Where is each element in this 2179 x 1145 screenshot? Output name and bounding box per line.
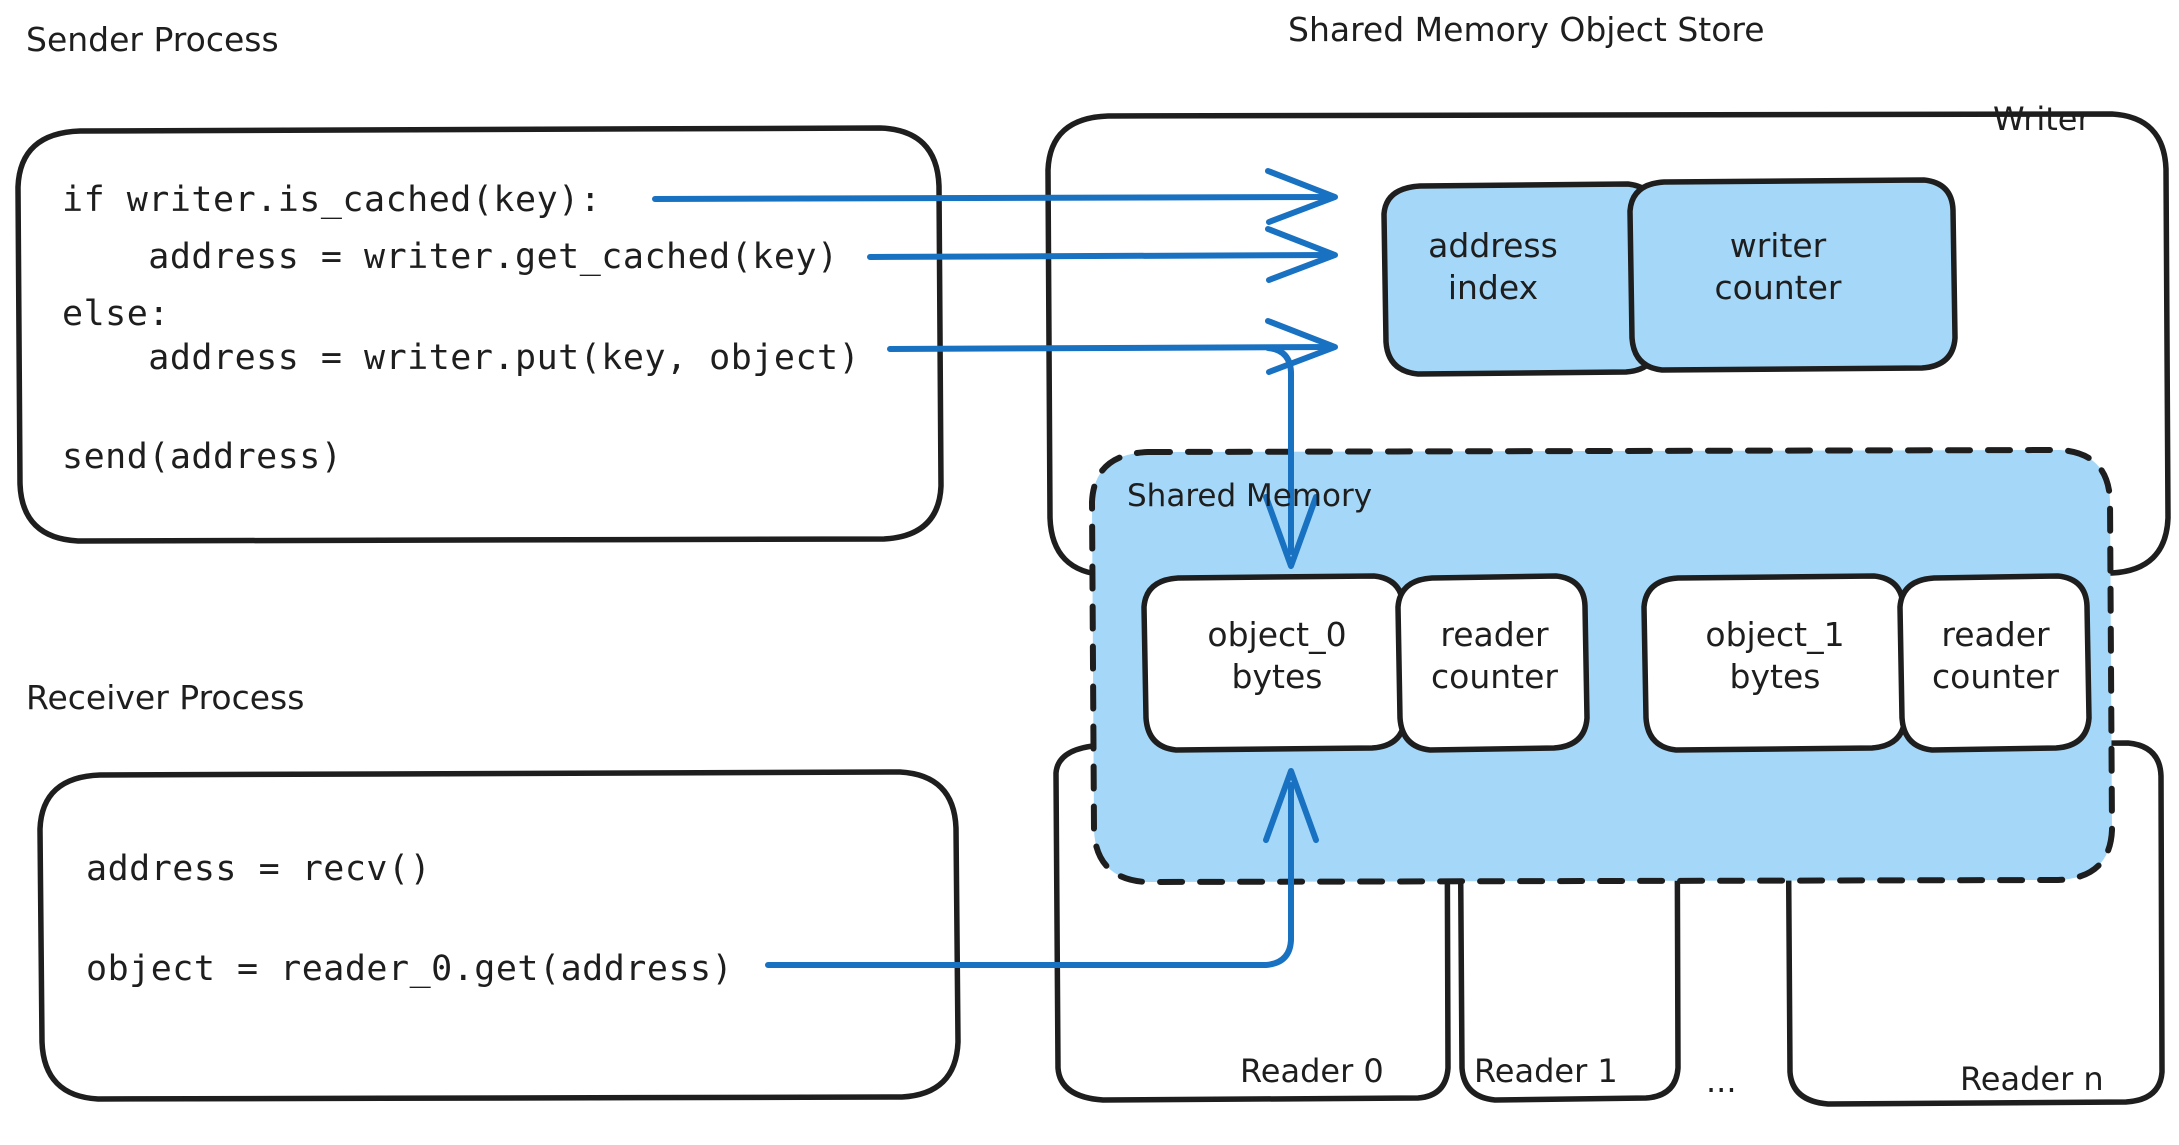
sender-code-line-4: address = writer.put(key, object) <box>62 338 861 378</box>
shared-memory-label: Shared Memory <box>1127 478 1373 514</box>
receiver-process-title: Receiver Process <box>26 678 305 717</box>
sender-code-line-2: address = writer.get_cached(key) <box>62 237 839 277</box>
readers-ellipsis-label: ... <box>1706 1062 1737 1100</box>
arrow-get-cached <box>867 226 1338 283</box>
object-0-bytes-cell <box>1141 573 1408 753</box>
writer-label: Writer <box>1993 100 2091 138</box>
sender-code-line-5: send(address) <box>62 437 343 477</box>
object-1-bytes-cell <box>1641 573 1908 753</box>
object-0-bytes-label: object_0 bytes <box>1207 615 1347 697</box>
reader-counter-0-label: reader counter <box>1431 615 1558 697</box>
writer-counter-cell <box>1627 177 1958 373</box>
receiver-process-box <box>37 769 961 1102</box>
object-1-bytes-label: object_1 bytes <box>1705 615 1845 697</box>
reader-counter-1-label: reader counter <box>1932 615 2059 697</box>
arrow-reader-get <box>765 768 1319 968</box>
sender-code-line-1: if writer.is_cached(key): <box>62 180 602 220</box>
writer-counter-label: writer counter <box>1714 226 1842 308</box>
reader-counter-1-cell <box>1897 573 2092 753</box>
sender-process-title: Sender Process <box>26 20 279 59</box>
sender-code-line-3: else: <box>62 294 170 334</box>
reader-n-label: Reader n <box>1960 1060 2104 1098</box>
sender-process-box <box>15 125 944 544</box>
reader-0-label: Reader 0 <box>1240 1052 1384 1090</box>
shared-memory-region-fill <box>1092 450 2112 882</box>
shared-memory-dashed-border <box>1089 447 2115 885</box>
reader-1-label: Reader 1 <box>1474 1052 1618 1090</box>
shared-memory-object-store-title: Shared Memory Object Store <box>1288 10 1765 49</box>
arrow-is-cached <box>652 168 1338 225</box>
arrow-writer-put <box>887 318 1338 569</box>
address-index-label: address index <box>1428 226 1558 308</box>
receiver-code-line-1: address = recv() <box>86 849 432 889</box>
receiver-code-line-2: object = reader_0.get(address) <box>86 949 734 989</box>
reader-counter-0-cell <box>1395 573 1590 753</box>
